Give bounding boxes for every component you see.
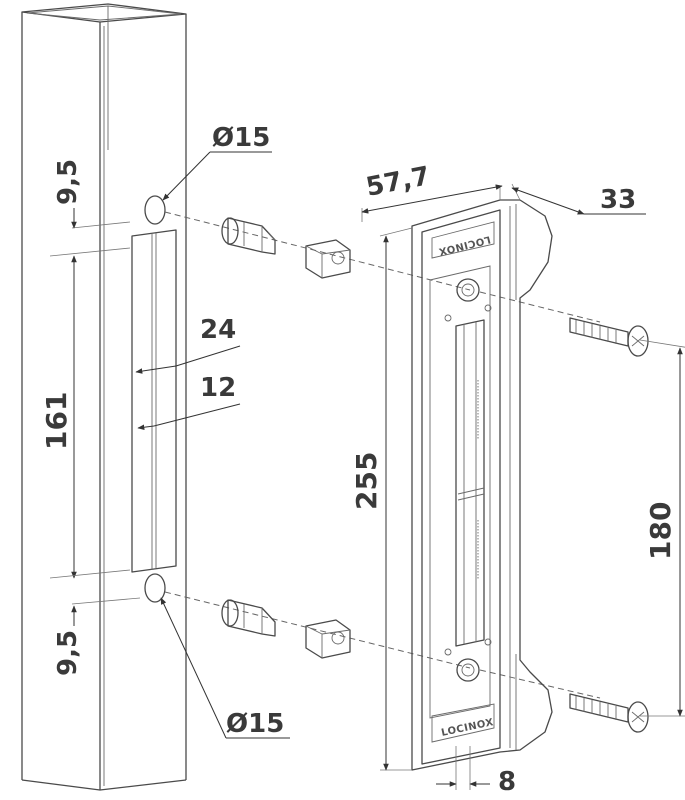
dim-keep-bottom-offset-label: 8	[498, 767, 516, 797]
dim-keep-width-label: 57,7	[364, 161, 433, 203]
dim-hole-top: Ø15	[162, 123, 272, 201]
dim-keep-height: 255	[350, 227, 413, 771]
post-hole-top	[144, 195, 166, 225]
dim-keep-bottom-offset: 8	[436, 746, 516, 797]
screw-bottom	[569, 693, 649, 733]
dim-keep-height-label: 255	[350, 452, 383, 510]
dim-hole-bottom-label: Ø15	[226, 709, 284, 739]
post-slot	[131, 229, 177, 573]
insert-nut-bottom	[305, 619, 351, 659]
dim-slot-width-label: 24	[200, 315, 236, 345]
post-hole-bottom	[144, 573, 166, 603]
dim-keep-depth: 33	[511, 183, 646, 215]
dim-screw-spacing: 180	[639, 339, 685, 717]
brand-bottom-label: LOCINOX	[440, 717, 494, 739]
insert-nut-top	[305, 239, 351, 279]
dim-top-offset: 9,5	[49, 159, 131, 257]
screw-top	[569, 317, 649, 357]
dim-keep-width: 57,7	[361, 161, 503, 222]
dim-top-offset-label: 9,5	[53, 159, 83, 205]
dim-slot-width: 24	[135, 315, 241, 374]
dim-bottom-offset-label: 9,5	[53, 630, 83, 676]
gate-post	[21, 3, 187, 791]
dim-slot-height: 161	[40, 255, 77, 579]
dim-inner-slot-width-label: 12	[200, 373, 236, 403]
dim-slot-height-label: 161	[40, 392, 73, 450]
dim-hole-bottom: Ø15	[160, 597, 290, 739]
dim-screw-spacing-label: 180	[644, 502, 677, 560]
keep-plate	[411, 199, 553, 771]
dim-bottom-offset: 9,5	[49, 569, 141, 676]
dim-keep-depth-label: 33	[600, 185, 636, 215]
brand-top-label: LOCINOX	[437, 233, 491, 257]
plastic-sleeve-bottom	[221, 599, 276, 637]
plastic-sleeve-top	[221, 217, 276, 255]
dim-inner-slot-width: 12	[137, 373, 241, 430]
dim-hole-top-label: Ø15	[212, 123, 270, 153]
